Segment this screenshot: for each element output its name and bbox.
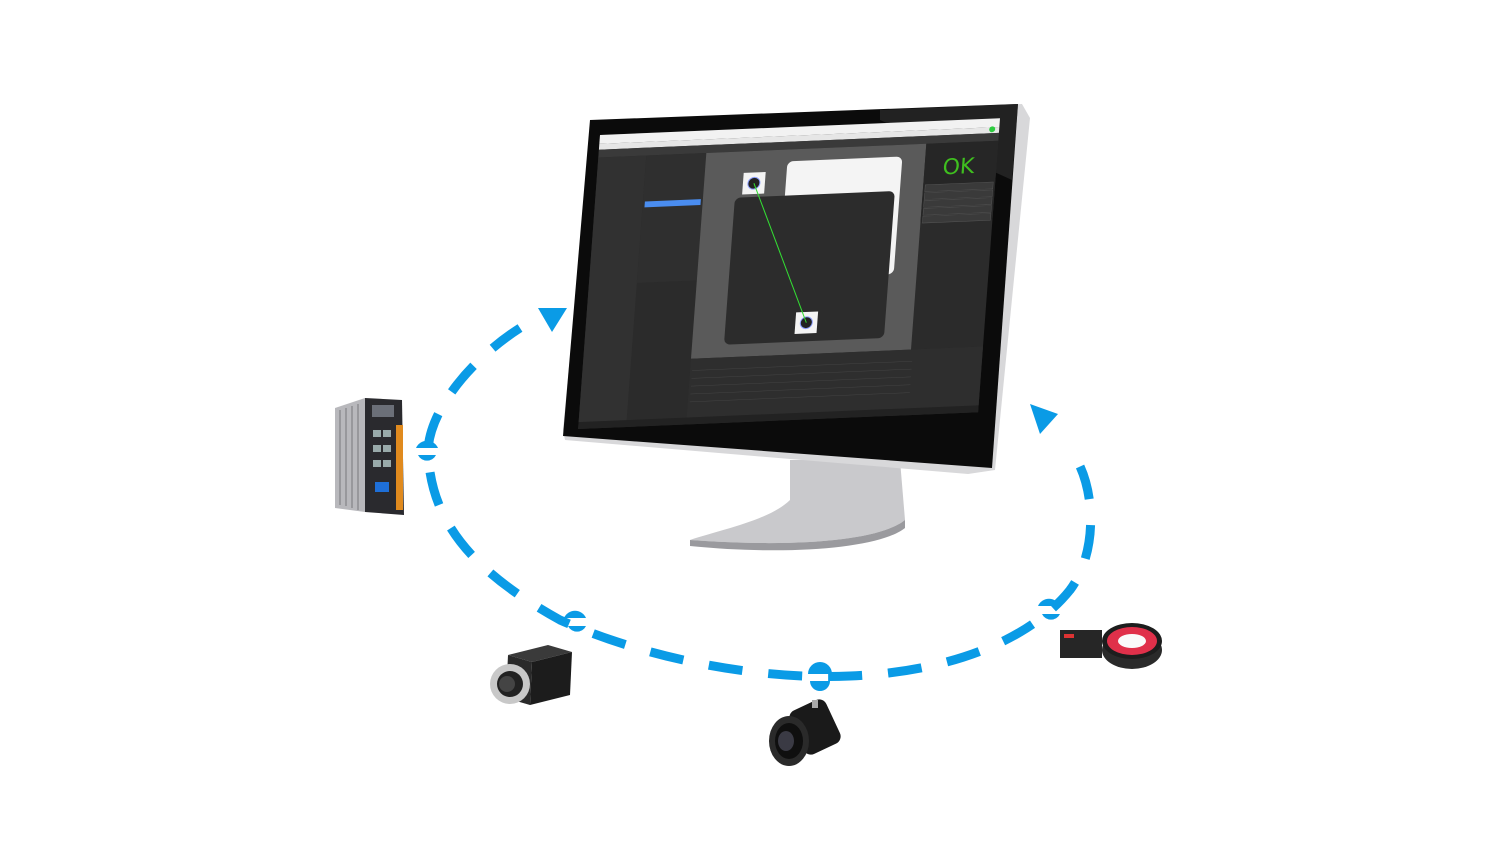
tool-panel	[578, 155, 647, 423]
status-bar	[578, 405, 979, 430]
result-table	[922, 181, 994, 224]
lens-icon	[769, 699, 841, 766]
wireless-icon	[1038, 598, 1060, 620]
wireless-icon	[564, 610, 586, 632]
title-bar	[599, 118, 1000, 144]
toolbar	[598, 132, 999, 158]
status-indicator	[989, 126, 996, 133]
selected-step	[644, 199, 701, 208]
arrow-icon	[538, 308, 567, 332]
flow-cycle	[423, 324, 1096, 681]
arrow-icon	[1030, 404, 1058, 434]
property-table	[686, 346, 983, 418]
wireless-icon	[808, 662, 832, 691]
wireless-icon	[416, 440, 438, 461]
monitor-stand	[690, 460, 905, 551]
software-screen: OK	[578, 118, 1000, 430]
flow-list	[636, 153, 707, 283]
flow-path	[423, 324, 1096, 681]
ring-light-icon	[1060, 623, 1162, 669]
industrial-pc-icon	[335, 398, 404, 515]
menu-bar	[598, 127, 1000, 150]
result-status: OK	[942, 154, 976, 180]
camera-icon	[490, 645, 572, 705]
